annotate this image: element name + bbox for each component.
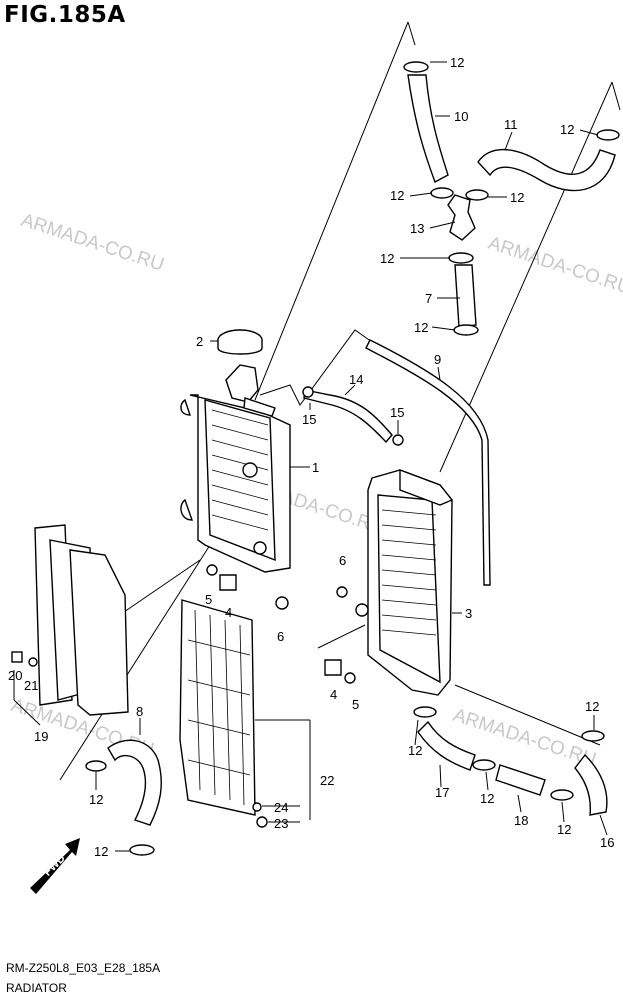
callout-18: 18 xyxy=(514,813,528,828)
callout-12: 12 xyxy=(557,822,571,837)
callout-4: 4 xyxy=(225,605,232,620)
callout-6: 6 xyxy=(277,629,284,644)
callout-12: 12 xyxy=(89,792,103,807)
callout-6: 6 xyxy=(339,553,346,568)
callout-23: 23 xyxy=(274,816,288,831)
callout-21: 21 xyxy=(24,678,38,693)
callout-12: 12 xyxy=(94,844,108,859)
hose-joint-13 xyxy=(447,194,476,241)
figure-caption: RADIATOR xyxy=(6,981,67,995)
callout-22: 22 xyxy=(320,773,334,788)
callout-4: 4 xyxy=(330,687,337,702)
callout-labels: 12 10 11 12 12 12 13 12 7 12 2 9 14 15 1… xyxy=(8,55,614,859)
clamp-12-8a xyxy=(85,760,107,772)
callout-13: 13 xyxy=(410,221,424,236)
clamp-12-8b xyxy=(129,844,155,856)
callout-12: 12 xyxy=(408,743,422,758)
callout-12: 12 xyxy=(585,699,599,714)
breather-hose xyxy=(303,389,393,444)
callout-16: 16 xyxy=(600,835,614,850)
callout-7: 7 xyxy=(425,291,432,306)
callout-10: 10 xyxy=(454,109,468,124)
callout-5: 5 xyxy=(205,592,212,607)
callout-14: 14 xyxy=(349,372,363,387)
callout-11: 11 xyxy=(504,117,518,132)
lower-hose-17 xyxy=(417,720,476,771)
callout-3: 3 xyxy=(465,606,472,621)
left-radiator xyxy=(180,364,291,573)
callout-15: 15 xyxy=(390,405,404,420)
callout-2: 2 xyxy=(196,334,203,349)
small-parts xyxy=(11,564,356,828)
upper-hose-10 xyxy=(407,74,449,183)
clamp-12-13a xyxy=(430,187,454,199)
clamp-12-17 xyxy=(413,706,437,718)
clamp-12-16 xyxy=(581,730,605,742)
upper-hose-11 xyxy=(477,148,616,192)
clamp-12-7a xyxy=(448,252,474,264)
callout-12: 12 xyxy=(380,251,394,266)
lower-hose-16 xyxy=(574,753,608,816)
callout-12: 12 xyxy=(450,55,464,70)
leader-lines xyxy=(13,61,608,852)
clamp-12-top xyxy=(403,61,429,73)
callout-17: 17 xyxy=(435,785,449,800)
callout-12: 12 xyxy=(414,320,428,335)
clamp-15-upper xyxy=(302,386,314,398)
hose-7 xyxy=(454,264,477,328)
fwd-arrow-icon: FWD xyxy=(30,838,80,894)
callout-12: 12 xyxy=(390,188,404,203)
callout-24: 24 xyxy=(274,800,288,815)
right-radiator xyxy=(355,468,454,696)
callout-20: 20 xyxy=(8,668,22,683)
callout-9: 9 xyxy=(434,352,441,367)
radiator-cap xyxy=(217,329,263,355)
clamp-12-right xyxy=(596,129,620,141)
clamp-15-lower xyxy=(392,434,404,446)
callout-12: 12 xyxy=(480,791,494,806)
figure-title: FIG.185A xyxy=(4,2,126,28)
callout-15: 15 xyxy=(302,412,316,427)
watermark-2: ARMADA-CO.RU xyxy=(485,233,623,299)
clamp-12-13b xyxy=(465,189,489,201)
callout-12: 12 xyxy=(510,190,524,205)
radiator-guard xyxy=(179,599,256,816)
clamp-12-17b xyxy=(472,759,496,771)
callout-12: 12 xyxy=(560,122,574,137)
radiator-shroud-left xyxy=(34,524,129,716)
callout-1: 1 xyxy=(312,460,319,475)
clamp-12-7b xyxy=(453,324,479,336)
lower-hose-8 xyxy=(107,739,162,826)
watermark-1: ARMADA-CO.RU xyxy=(18,210,166,276)
callout-8: 8 xyxy=(136,704,143,719)
clamp-12-18 xyxy=(550,789,574,801)
callout-19: 19 xyxy=(34,729,48,744)
drawing-code: RM-Z250L8_E03_E28_185A xyxy=(6,961,161,975)
callout-5: 5 xyxy=(352,697,359,712)
joint-pipe-18 xyxy=(495,764,546,796)
overflow-hose xyxy=(365,339,491,586)
